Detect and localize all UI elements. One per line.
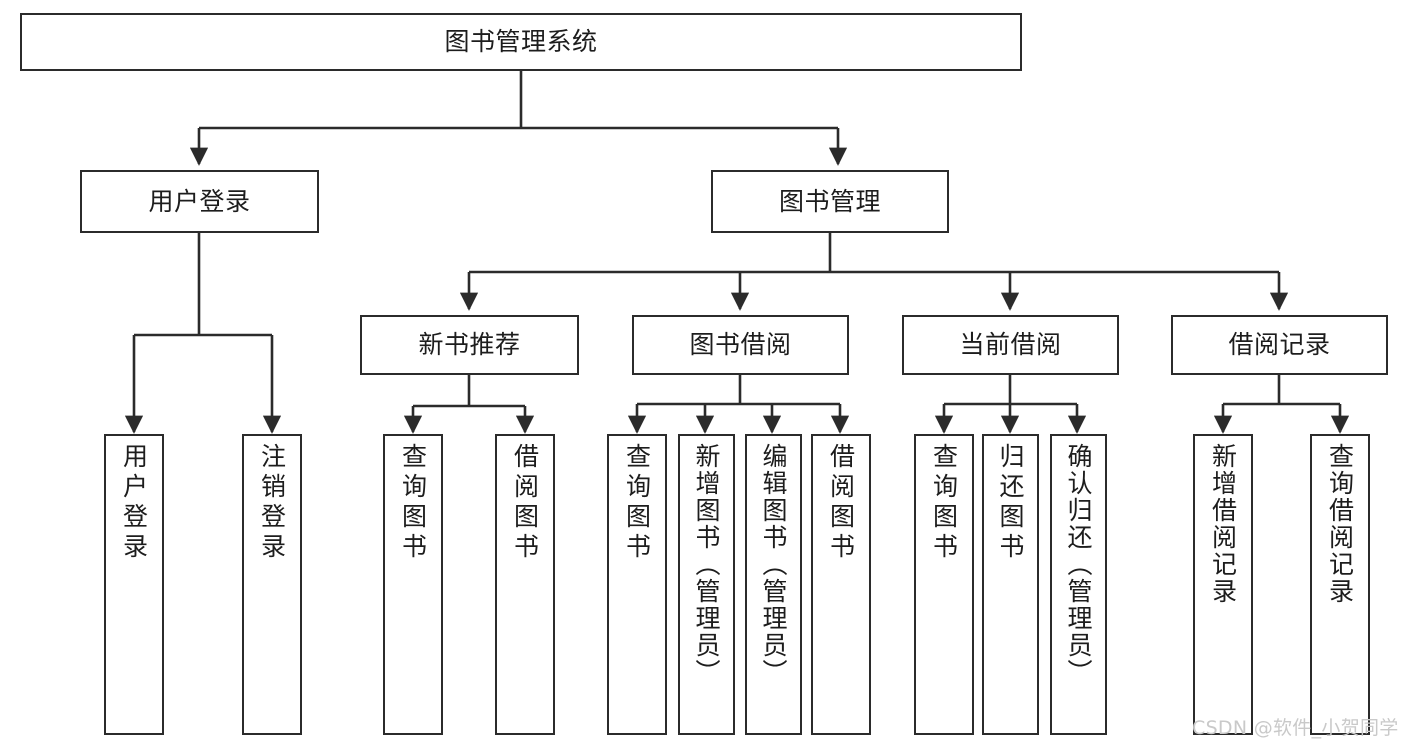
leaf-confirm-return-admin[interactable]: 确认归还（管理员） bbox=[1050, 434, 1107, 735]
leaf-borrow-book-recommend[interactable]: 借阅图书 bbox=[495, 434, 555, 735]
node-label: 图书借阅 bbox=[689, 330, 792, 360]
node-label: 新增图书（管理员） bbox=[692, 443, 721, 686]
node-label: 当前借阅 bbox=[959, 330, 1062, 360]
node-label: 借阅图书 bbox=[510, 443, 540, 563]
node-current-borrow[interactable]: 当前借阅 bbox=[902, 315, 1119, 375]
node-label: 借阅图书 bbox=[826, 443, 856, 563]
node-label: 用户登录 bbox=[119, 443, 149, 563]
node-label: 新书推荐 bbox=[418, 330, 521, 360]
node-label: 归还图书 bbox=[996, 443, 1025, 563]
leaf-query-book-current[interactable]: 查询图书 bbox=[914, 434, 974, 735]
leaf-borrow-book[interactable]: 借阅图书 bbox=[811, 434, 871, 735]
leaf-add-borrow-record[interactable]: 新增借阅记录 bbox=[1193, 434, 1253, 735]
node-label: 查询图书 bbox=[398, 443, 428, 563]
leaf-query-borrow-record[interactable]: 查询借阅记录 bbox=[1310, 434, 1370, 735]
node-label: 编辑图书（管理员） bbox=[759, 443, 788, 686]
node-label: 查询图书 bbox=[929, 443, 959, 563]
node-label: 查询借阅记录 bbox=[1325, 443, 1355, 605]
node-new-book-recommend[interactable]: 新书推荐 bbox=[360, 315, 579, 375]
leaf-user-login[interactable]: 用户登录 bbox=[104, 434, 164, 735]
watermark-csdn: CSDN @软件_小贺同学 bbox=[1192, 717, 1399, 739]
node-root-book-management-system[interactable]: 图书管理系统 bbox=[20, 13, 1022, 71]
node-label: 查询图书 bbox=[622, 443, 652, 563]
node-label: 借阅记录 bbox=[1228, 330, 1331, 360]
leaf-add-book-admin[interactable]: 新增图书（管理员） bbox=[678, 434, 735, 735]
node-borrow-record[interactable]: 借阅记录 bbox=[1171, 315, 1388, 375]
node-label: 注销登录 bbox=[257, 443, 287, 563]
leaf-return-book[interactable]: 归还图书 bbox=[982, 434, 1039, 735]
node-label: 确认归还（管理员） bbox=[1064, 443, 1093, 686]
leaf-query-book-recommend[interactable]: 查询图书 bbox=[383, 434, 443, 735]
leaf-logout[interactable]: 注销登录 bbox=[242, 434, 302, 735]
node-label: 图书管理 bbox=[778, 186, 881, 216]
node-label: 新增借阅记录 bbox=[1208, 443, 1238, 605]
node-book-borrow[interactable]: 图书借阅 bbox=[632, 315, 849, 375]
leaf-query-book-borrow[interactable]: 查询图书 bbox=[607, 434, 667, 735]
leaf-edit-book-admin[interactable]: 编辑图书（管理员） bbox=[745, 434, 802, 735]
node-label: 图书管理系统 bbox=[444, 27, 598, 57]
node-book-management[interactable]: 图书管理 bbox=[711, 170, 949, 233]
node-user-login[interactable]: 用户登录 bbox=[80, 170, 319, 233]
node-label: 用户登录 bbox=[148, 186, 251, 216]
